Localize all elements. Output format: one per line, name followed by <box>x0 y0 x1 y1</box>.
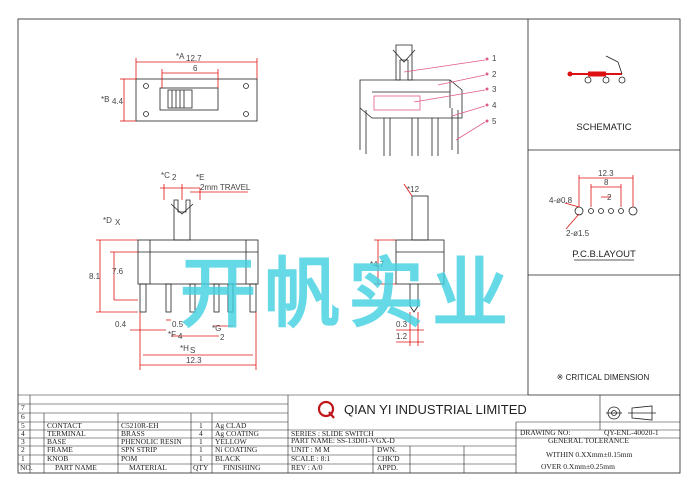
callout-2: 2 <box>492 70 497 79</box>
pcb-hole-small: 4-ø0.8 <box>549 196 573 205</box>
front-view <box>96 184 259 370</box>
callout-4: 4 <box>492 101 497 110</box>
dim-4-7: *4.7 <box>370 260 385 269</box>
watermark-logo: 开帆实业 <box>180 252 516 337</box>
travel-label: 2mm TRAVEL <box>200 183 251 192</box>
callout-5: 5 <box>492 117 497 126</box>
pcb-layout <box>564 175 638 230</box>
pcb-dim-8: 8 <box>604 178 609 187</box>
dim-c-value: 2 <box>172 173 177 182</box>
dim-f-label: *F <box>168 330 176 339</box>
dim-g-value: 2 <box>220 333 225 342</box>
dim-12: *12 <box>407 185 420 194</box>
dim-12-3: 12.3 <box>186 356 202 365</box>
pcb-dim-12-3: 12.3 <box>598 169 614 178</box>
iso-view <box>359 44 489 156</box>
side-view <box>374 183 445 346</box>
outer-border <box>17 18 681 474</box>
schematic-title: SCHEMATIC <box>576 122 631 133</box>
dim-g-label: *G <box>212 324 221 333</box>
dim-c-label: *C <box>161 171 170 180</box>
dim-a-value: 12.7 <box>186 54 202 63</box>
callout-1: 1 <box>492 54 497 63</box>
company-logo <box>317 400 335 419</box>
dim-0-5: 0.5 <box>172 320 184 329</box>
dim-e-label: *E <box>196 173 204 182</box>
dim-b-label: *B <box>101 95 109 104</box>
top-view <box>120 58 258 122</box>
dim-h-value: S <box>190 346 195 355</box>
dim-7-6: 7.6 <box>112 267 124 276</box>
bom-table-grid <box>18 394 680 473</box>
pcb-dim-2: 2 <box>607 193 612 202</box>
dim-f-value: 4 <box>178 332 183 341</box>
critical-note: ※ CRITICAL DIMENSION <box>557 373 650 382</box>
pcb-hole-large: 2-ø1.5 <box>566 229 590 238</box>
dim-0-3: 0.3 <box>396 320 408 329</box>
dim-b-value: 4.4 <box>112 97 124 106</box>
pcb-title: P.C.B.LAYOUT <box>572 249 636 260</box>
dim-a-label: *A <box>176 52 185 61</box>
dim-h-label: *H <box>180 344 189 353</box>
dim-d-label: *D <box>103 216 112 225</box>
schematic-symbol <box>567 55 626 84</box>
dim-d-value: X <box>115 218 121 227</box>
projection-symbol-icon <box>606 405 656 421</box>
dim-6-value: 6 <box>193 64 198 73</box>
dim-0-4: 0.4 <box>115 320 127 329</box>
callout-3: 3 <box>492 85 497 94</box>
dim-8-1: 8.1 <box>89 272 101 281</box>
company-name: QIAN YI INDUSTRIAL LIMITED <box>344 402 527 417</box>
dim-1-2: 1.2 <box>396 332 408 341</box>
